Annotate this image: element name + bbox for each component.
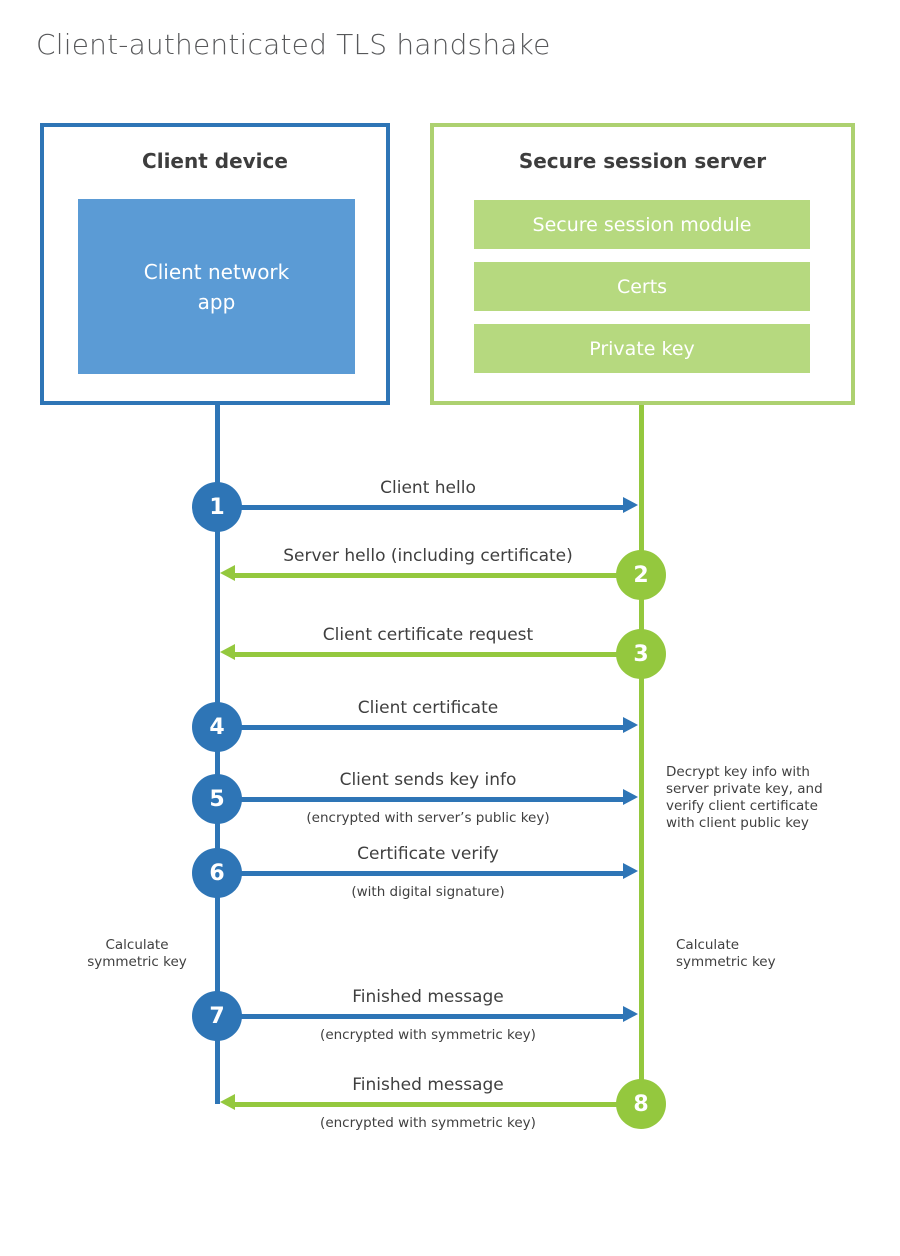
arrowhead-left-icon (220, 644, 235, 660)
server-module-bar-private-key: Private key (474, 324, 810, 373)
message-sublabel: (encrypted with symmetric key) (320, 1027, 536, 1043)
note-line: server private key, and (666, 781, 823, 797)
note-line: verify client certificate (666, 798, 818, 814)
step-number-badge: 8 (616, 1079, 666, 1129)
server-title: Secure session server (518, 149, 767, 173)
step-number-badge: 4 (192, 702, 242, 752)
message-label: Client certificate (357, 698, 499, 718)
note-decrypt-key-info: Decrypt key info with server private key… (666, 764, 836, 832)
arrowhead-right-icon (623, 863, 638, 879)
message-label: Client hello (380, 478, 476, 498)
message-arrow (234, 1102, 641, 1107)
client-lifeline (215, 405, 220, 1104)
arrowhead-left-icon (220, 1094, 235, 1110)
message-arrow (234, 652, 641, 657)
server-module-bar-certs: Certs (474, 262, 810, 311)
message-sublabel: (with digital signature) (351, 884, 505, 900)
note-calc-symmetric-key-server: Calculate symmetric key (676, 937, 776, 970)
message-label: Server hello (including certificate) (283, 546, 573, 566)
arrowhead-left-icon (220, 565, 235, 581)
message-arrow (217, 505, 624, 510)
page-title: Client-authenticated TLS handshake (36, 28, 551, 61)
message-label: Finished message (352, 1075, 504, 1095)
message-sublabel: (encrypted with server’s public key) (306, 810, 550, 826)
message-arrow (234, 573, 641, 578)
message-arrow (217, 797, 624, 802)
arrowhead-right-icon (623, 1006, 638, 1022)
server-module-bar-secure-session-module: Secure session module (474, 200, 810, 249)
message-sublabel: (encrypted with symmetric key) (320, 1115, 536, 1131)
server-lifeline (639, 405, 644, 1104)
arrowhead-right-icon (623, 717, 638, 733)
step-number-badge: 2 (616, 550, 666, 600)
arrowhead-right-icon (623, 497, 638, 513)
message-arrow (217, 871, 624, 876)
note-line: with client public key (666, 815, 809, 831)
message-arrow (217, 725, 624, 730)
step-number-badge: 3 (616, 629, 666, 679)
message-label: Client certificate request (322, 625, 534, 645)
message-label: Certificate verify (357, 844, 499, 864)
client-network-app-box: Client network app (78, 199, 355, 374)
step-number-badge: 5 (192, 774, 242, 824)
message-label: Client sends key info (339, 770, 517, 790)
client-network-app-label: Client network app (143, 259, 290, 314)
note-line: Decrypt key info with (666, 764, 810, 780)
step-number-badge: 6 (192, 848, 242, 898)
arrowhead-right-icon (623, 789, 638, 805)
step-number-badge: 1 (192, 482, 242, 532)
message-label: Finished message (352, 987, 504, 1007)
note-calc-symmetric-key-client: Calculate symmetric key (87, 937, 187, 970)
message-arrow (217, 1014, 624, 1019)
client-device-title: Client device (142, 149, 288, 173)
step-number-badge: 7 (192, 991, 242, 1041)
